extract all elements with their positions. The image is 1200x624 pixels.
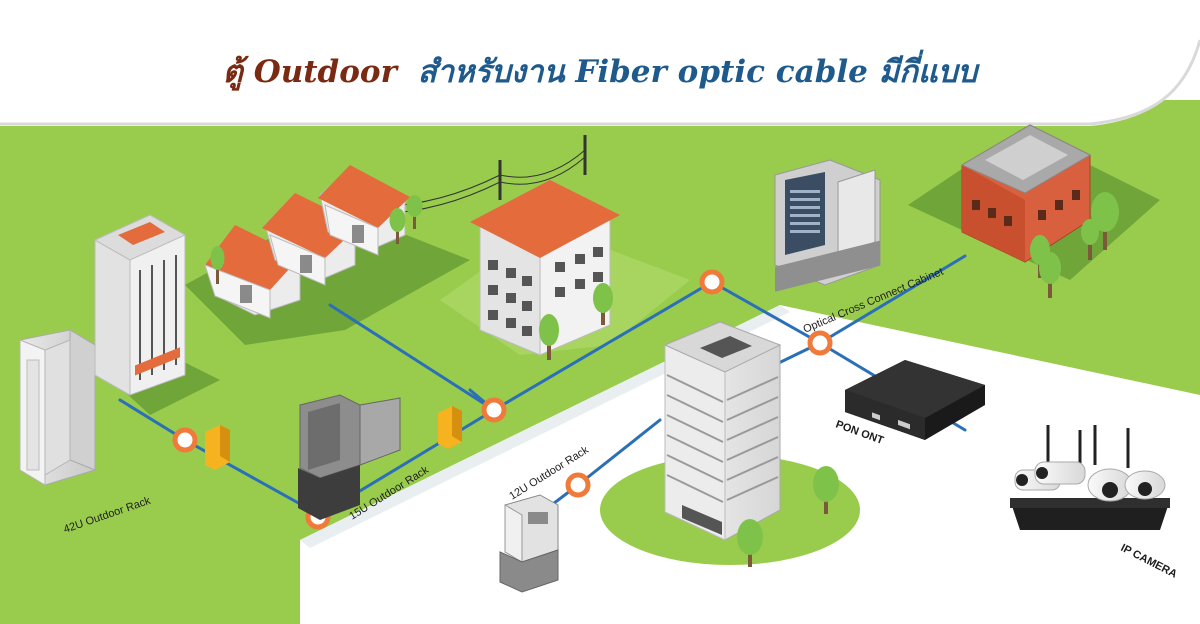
title-banner xyxy=(0,0,1200,126)
tree-icon xyxy=(1039,252,1061,298)
title-part2: สำหรับงาน Fiber optic cable มีกี่แบบ xyxy=(418,49,981,90)
rack-cabinet-icon xyxy=(19,329,96,486)
tree-icon xyxy=(593,283,613,325)
office-tower-icon xyxy=(663,321,782,541)
rack-cabinet-icon xyxy=(499,494,559,593)
tree-icon xyxy=(737,519,763,567)
fiber-node xyxy=(699,269,725,295)
fiber-node xyxy=(172,427,198,453)
tree-icon xyxy=(389,208,406,244)
office-tower-icon xyxy=(93,214,187,396)
junction-box-icon xyxy=(205,425,230,470)
tree-icon xyxy=(1081,219,1099,260)
tree-icon xyxy=(539,314,559,360)
tree-icon xyxy=(813,466,839,514)
tree-icon xyxy=(406,195,423,229)
title-part1: ตู้ Outdoor xyxy=(223,54,400,91)
ip-camera-icon xyxy=(1014,425,1166,502)
apartment-icon xyxy=(470,180,620,356)
optical-cabinet-icon xyxy=(774,159,881,292)
page-title: ตู้ Outdoor สำหรับงาน Fiber optic cable … xyxy=(223,49,981,91)
banner-shadow xyxy=(0,39,1200,126)
house-icon xyxy=(262,193,360,286)
fiber-node xyxy=(565,472,591,498)
rack-cabinet-icon xyxy=(298,394,401,520)
pon-ont-device-icon xyxy=(845,360,985,440)
tree-icon xyxy=(210,246,225,284)
house-icon xyxy=(318,165,410,256)
nvr-recorder-icon xyxy=(1010,498,1170,530)
junction-box-icon xyxy=(438,406,462,449)
fiber-node xyxy=(807,330,833,356)
fiber-node xyxy=(481,397,507,423)
tree-icon xyxy=(1091,192,1119,250)
brick-building-icon xyxy=(960,124,1092,263)
